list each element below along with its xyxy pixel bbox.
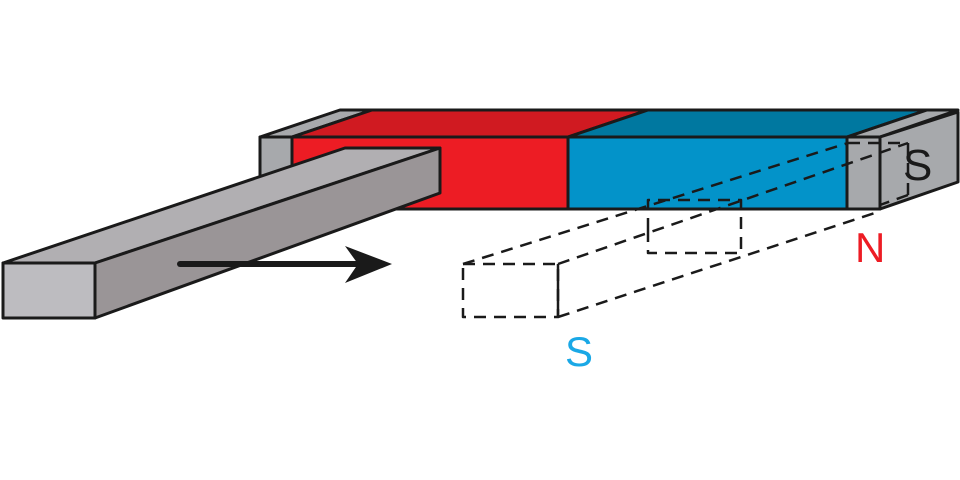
magnet-right-end-front xyxy=(845,135,882,211)
arrow-head-icon xyxy=(345,246,392,283)
induced-south-label: S xyxy=(565,328,593,375)
magnet-right-end-face xyxy=(878,110,960,211)
magnet-south-half xyxy=(566,135,849,211)
magnet-end-pole-label: S xyxy=(903,141,932,190)
iron-bar xyxy=(1,146,442,320)
iron-bar-front xyxy=(1,261,97,320)
induced-north-label: N xyxy=(855,224,885,271)
iron-bar-final-position-outline xyxy=(461,141,910,319)
motion-arrow xyxy=(177,246,392,283)
